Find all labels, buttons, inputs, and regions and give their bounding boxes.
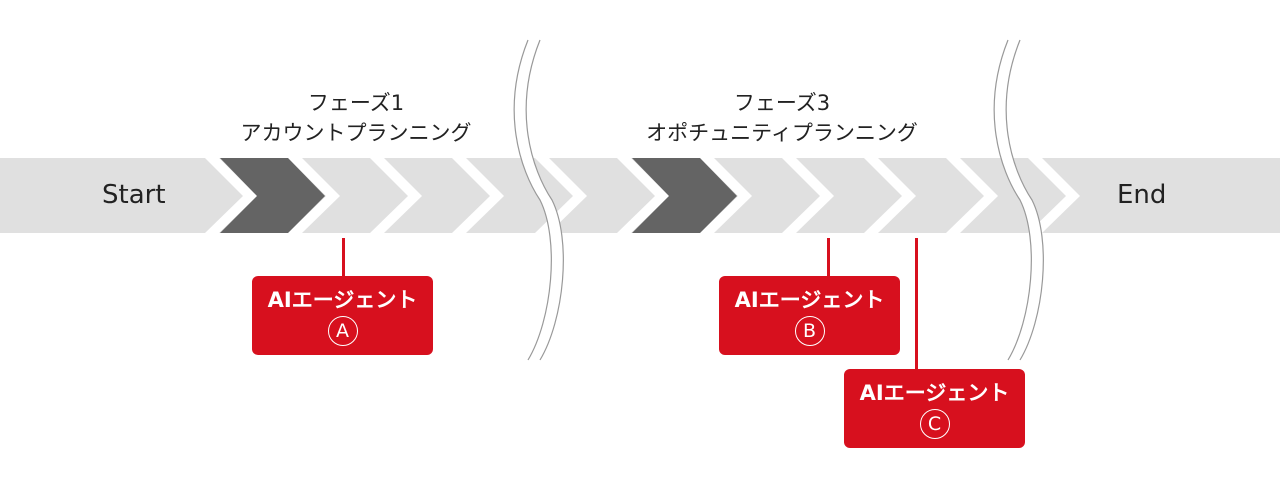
chevron-separator <box>370 158 422 233</box>
chevron-separator <box>946 158 998 233</box>
chevron-separator <box>782 158 834 233</box>
connector-c <box>915 238 918 369</box>
agent-badge: B <box>794 316 825 346</box>
connector-b <box>827 238 830 276</box>
chevron-separator <box>1028 158 1080 233</box>
chevron-separator <box>288 158 340 233</box>
chevron-separator <box>205 158 257 233</box>
chevron-separator <box>700 158 752 233</box>
agent-label: AIエージェント <box>859 381 1010 405</box>
chevron-separator <box>452 158 504 233</box>
agent-label: AIエージェント <box>734 288 885 312</box>
phase-title: フェーズ3 <box>733 91 831 115</box>
phase-subtitle: オポチュニティプランニング <box>646 121 918 145</box>
active-chevron-phase-1 <box>220 158 325 233</box>
agent-badge: A <box>327 316 358 346</box>
active-chevron-phase-3 <box>632 158 737 233</box>
agent-badge: C <box>919 409 950 439</box>
phase-3-label: フェーズ3 オポチュニティプランニング <box>602 88 962 148</box>
ai-agent-c: AIエージェント C <box>844 369 1025 448</box>
ai-agent-b: AIエージェント B <box>719 276 900 355</box>
phase-subtitle: アカウントプランニング <box>240 121 472 145</box>
chevron-separator <box>617 158 669 233</box>
phase-1-label: フェーズ1 アカウントプランニング <box>176 88 536 148</box>
ai-agent-a: AIエージェント A <box>252 276 433 355</box>
chevron-separator <box>864 158 916 233</box>
end-label: End <box>1117 180 1167 210</box>
start-label: Start <box>102 180 166 210</box>
agent-label: AIエージェント <box>267 288 418 312</box>
connector-a <box>342 238 345 276</box>
break-wave-1 <box>513 39 564 361</box>
chevron-separator <box>535 158 587 233</box>
break-wave-2 <box>993 39 1044 361</box>
phase-title: フェーズ1 <box>307 91 405 115</box>
